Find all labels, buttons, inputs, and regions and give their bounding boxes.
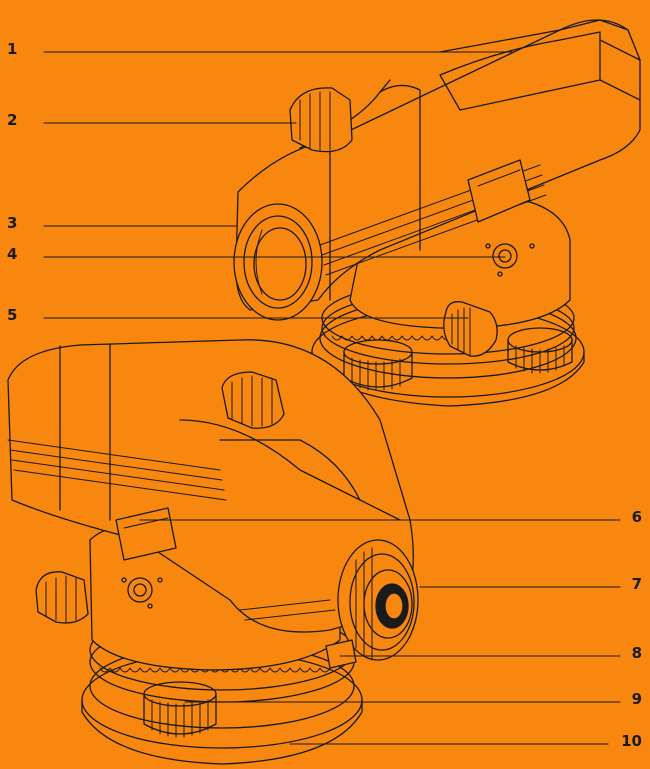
callout-10: 10 xyxy=(621,732,642,750)
top-gun-sight xyxy=(467,159,531,223)
bottom-top-knob xyxy=(221,371,285,429)
top-drive-knob xyxy=(289,87,353,153)
callout-7: 7 xyxy=(631,575,642,593)
callout-5: 5 xyxy=(7,306,18,324)
top-objective-lens xyxy=(233,203,323,321)
callout-6: 6 xyxy=(631,508,642,526)
callout-9: 9 xyxy=(631,690,642,708)
bottom-level-instrument xyxy=(7,339,419,765)
bottom-small-knob xyxy=(325,639,357,669)
callout-3: 3 xyxy=(7,214,18,232)
leader-lines xyxy=(43,51,621,745)
bottom-side-knob xyxy=(35,571,89,624)
callout-8: 8 xyxy=(631,644,642,662)
top-focus-knob xyxy=(443,301,498,357)
bottom-leveling-screw xyxy=(143,681,217,738)
callout-4: 4 xyxy=(7,245,18,263)
callout-2: 2 xyxy=(7,111,18,129)
callout-1: 1 xyxy=(7,40,18,58)
bottom-eyepiece xyxy=(337,539,419,661)
top-level-instrument xyxy=(233,19,641,407)
top-leveling-screw-right xyxy=(507,327,573,374)
